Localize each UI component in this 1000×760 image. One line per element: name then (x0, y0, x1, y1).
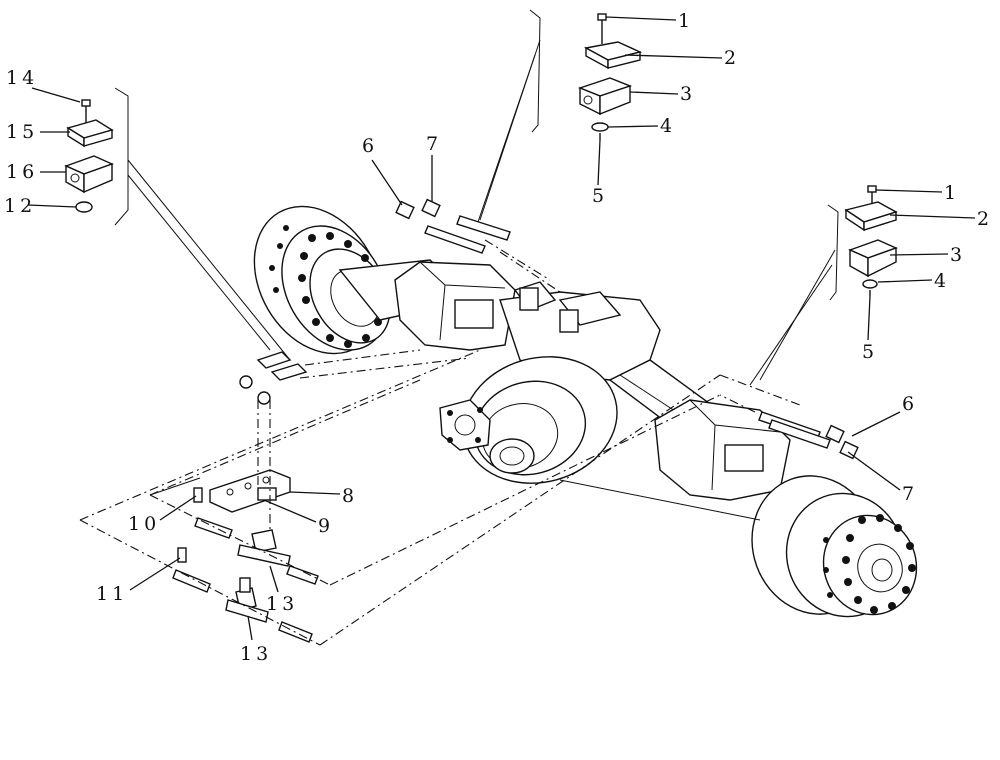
left-wheel-hub (253, 205, 391, 355)
callout-15: 15 (6, 121, 38, 143)
callout-16: 16 (6, 161, 38, 183)
callout-13-upper: 13 (266, 593, 298, 615)
brake-line-fittings (172, 351, 319, 643)
axle-assembly (253, 205, 918, 618)
callout-6-right: 6 (902, 393, 914, 415)
callout-6: 6 (362, 135, 374, 157)
callout-14: 14 (6, 67, 38, 89)
mount-bolts (395, 198, 859, 460)
callout-2: 2 (724, 47, 736, 69)
callout-1: 1 (678, 10, 690, 32)
callout-5-right: 5 (862, 341, 874, 363)
callout-labels: 1 2 3 4 5 6 7 1 2 3 4 5 6 7 8 9 10 11 12… (4, 10, 989, 665)
callout-7-right: 7 (902, 483, 914, 505)
callout-4-right: 4 (934, 270, 946, 292)
callout-8: 8 (342, 485, 354, 507)
callout-3-right: 3 (950, 244, 962, 266)
callout-7: 7 (426, 133, 438, 155)
clamp-assembly-left (64, 99, 114, 213)
clamp-assembly-right (844, 185, 898, 296)
assembly-lines (79, 239, 801, 646)
callout-4: 4 (660, 115, 672, 137)
right-wheel-hub (751, 475, 918, 618)
callout-13-lower: 13 (240, 643, 272, 665)
guide-lines (114, 9, 839, 521)
callout-1-right: 1 (944, 182, 956, 204)
callout-10: 10 (128, 513, 160, 535)
callout-2-right: 2 (977, 208, 989, 230)
callout-3: 3 (680, 83, 692, 105)
clamp-assembly-top (577, 13, 643, 140)
callout-9: 9 (318, 515, 330, 537)
callout-11: 11 (96, 583, 128, 605)
leader-lines (27, 16, 976, 641)
callout-5: 5 (592, 185, 604, 207)
callout-12: 12 (4, 195, 36, 217)
